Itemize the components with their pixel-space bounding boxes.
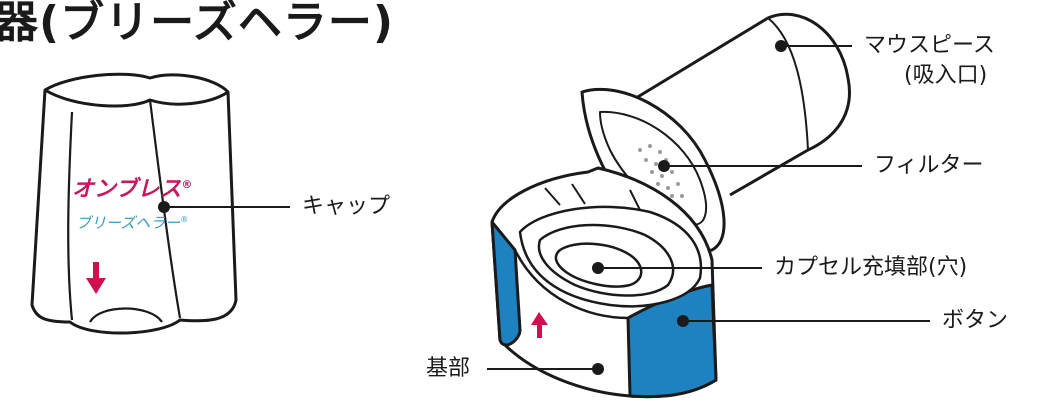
cap-label: キャップ xyxy=(302,194,391,219)
base-illustration xyxy=(490,166,718,399)
cap-brand-logo: オンブレス® xyxy=(72,176,192,202)
filter-label: フィルター xyxy=(874,153,984,178)
mouthpiece-label: マウスピース xyxy=(864,33,995,58)
arrow-down-icon xyxy=(86,262,106,294)
arrow-up-icon xyxy=(531,312,548,338)
cap-illustration xyxy=(30,72,238,335)
base-label: 基部 xyxy=(426,356,471,381)
filter-mesh xyxy=(638,144,684,198)
page-title: 器(ブリーズヘラー) xyxy=(0,0,395,48)
cap-device-logo: ブリーズヘラー® xyxy=(76,214,188,232)
capsule-chamber-label: カプセル充填部(穴) xyxy=(774,255,968,280)
button-label: ボタン xyxy=(942,308,1009,333)
mouthpiece-sublabel: (吸入口) xyxy=(904,63,988,88)
